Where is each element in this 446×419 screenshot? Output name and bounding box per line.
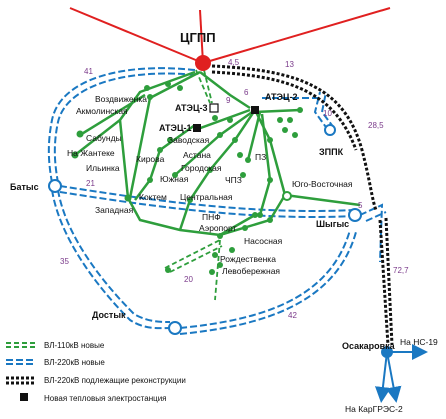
vozdvizhenka-label: Воздвиженка — [95, 94, 147, 104]
kargres-label: На КарГРЭС-2 — [345, 404, 403, 414]
nc19-label: На НС-19 — [400, 337, 438, 347]
legend: ВЛ-110кВ новые ВЛ-220кВ новые ВЛ-220кВ п… — [6, 341, 186, 403]
dist-13: 13 — [285, 60, 294, 69]
dist-41: 41 — [84, 67, 93, 76]
koktem-label: Коктем — [139, 192, 167, 202]
zppk-label: ЗППК — [319, 147, 344, 157]
batys-node — [48, 179, 62, 193]
zavodskaya-label: Заводская — [168, 135, 210, 145]
tsentralnaya-label: Центральная — [180, 192, 233, 202]
nasosnaya-label: Насосная — [244, 236, 283, 246]
yuzhnaya-label: Южная — [160, 174, 189, 184]
osakarovka-label: Осакаровка — [342, 341, 396, 351]
dist-10: 10 — [323, 109, 332, 118]
atec3-label: АТЭЦ-3 — [175, 103, 208, 113]
yugo-label: Юго-Восточная — [292, 179, 353, 189]
atec1-icon — [193, 124, 201, 132]
akmolinskaya-label: Акмолинская — [76, 106, 128, 116]
dist-42: 42 — [288, 311, 297, 320]
legend-recon: ВЛ-220кВ подлежащие реконструкции — [44, 376, 186, 385]
legend-plant: Новая тепловыя электростанция — [44, 394, 167, 403]
gorodskaya-label: Городская — [181, 163, 222, 173]
pnf-label: ПНФ — [202, 212, 221, 222]
hub-node — [195, 55, 211, 71]
astana-label: Астана — [183, 150, 211, 160]
shygys-label: Шыгыс — [316, 219, 349, 229]
sabundy-label: Сабунды — [86, 133, 122, 143]
dist-72-7: 72,7 — [393, 266, 409, 275]
osakarovka-arrows — [374, 344, 428, 403]
lines-110kv-new — [164, 69, 223, 301]
zppk-node — [324, 124, 336, 136]
hub-label: ЦГПП — [180, 30, 216, 45]
dist-21: 21 — [86, 179, 95, 188]
atec1-label: АТЭЦ-1 — [159, 123, 192, 133]
atec3-icon — [209, 103, 219, 113]
pz-label: ПЗ — [255, 152, 266, 162]
dist-5: 5 — [358, 201, 363, 210]
zapadnaya-label: Западная — [95, 205, 134, 215]
dist-20: 20 — [184, 275, 193, 284]
dist-9: 9 — [226, 96, 231, 105]
atec2-label: АТЭЦ-2 — [265, 92, 298, 102]
batys-label: Батыс — [10, 182, 39, 192]
yugo-node — [282, 191, 292, 201]
rozhdestvenka-label: Рождественка — [220, 254, 276, 264]
shygys-node — [348, 208, 362, 222]
legend-220: ВЛ-220кВ новые — [44, 358, 105, 367]
levoberezhnaya-label: Левобережная — [222, 266, 280, 276]
dist-35: 35 — [60, 257, 69, 266]
chpz-label: ЧПЗ — [225, 175, 242, 185]
kirova-label: Кирова — [136, 154, 165, 164]
hub-red-lines — [69, 7, 391, 64]
reconstruct-220kv-lines — [211, 64, 394, 346]
city-network-110kv — [74, 70, 361, 237]
dostyk-label: Достык — [92, 310, 126, 320]
substation-dots — [71, 81, 303, 275]
ilinka-label: Ильинка — [86, 163, 120, 173]
dist-6: 6 — [244, 88, 249, 97]
dist-4-5: 4,5 — [228, 58, 240, 67]
na-zhanteke-label: На Жантеке — [67, 148, 115, 158]
atec2-icon — [251, 106, 259, 114]
ring-220kv-lines — [47, 67, 387, 335]
legend-110: ВЛ-110кВ новые — [44, 341, 105, 350]
dist-28-5: 28,5 — [368, 121, 384, 130]
dostyk-node — [168, 321, 182, 335]
aeroport-label: Аэропорт — [199, 223, 237, 233]
